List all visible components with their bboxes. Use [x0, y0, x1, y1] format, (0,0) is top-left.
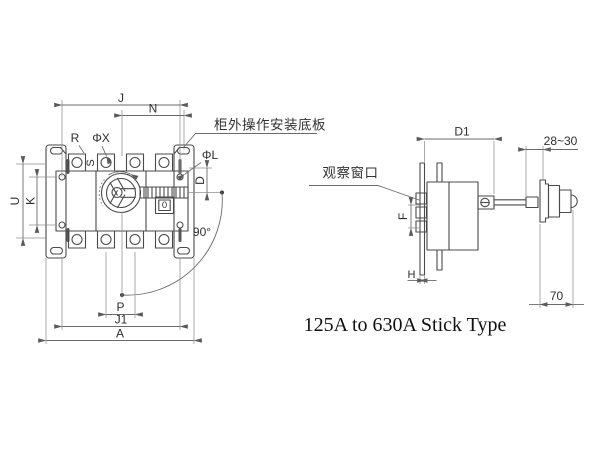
- fixing-hole: [176, 173, 184, 181]
- shaft-ribs: [143, 186, 185, 199]
- dim-label-D: D: [193, 176, 207, 185]
- dim-label-F: F: [396, 213, 410, 220]
- shaft-coupler: [525, 196, 539, 209]
- handle-tip: [570, 194, 578, 209]
- pole-marking-label: S: [85, 159, 97, 166]
- extension-lines: [16, 100, 212, 344]
- external-handle: [539, 179, 578, 223]
- dim-label-N: N: [149, 102, 158, 116]
- dim-label-H: H: [408, 269, 416, 281]
- drawing-caption: 125A to 630A Stick Type: [304, 314, 507, 336]
- top-stud: [436, 162, 443, 183]
- bottom-stud: [436, 249, 443, 271]
- leader-phi-x: [101, 145, 112, 165]
- ninety-degree-arc: [121, 192, 223, 296]
- extension-lines: [408, 141, 574, 308]
- bracket-edge-slot: [178, 228, 182, 242]
- fixing-hole: [58, 221, 66, 229]
- dim-label-P: P: [116, 300, 124, 314]
- handle-hub: [111, 186, 123, 199]
- leader-phi-l: [177, 162, 202, 181]
- bottom-terminals: [67, 230, 174, 249]
- handle-flange: [539, 179, 550, 223]
- bracket-slot: [49, 246, 64, 255]
- callout-mounting-plate-label: 柜外操作安装底板: [214, 118, 326, 133]
- dim-label-70: 70: [550, 289, 564, 303]
- handle-stage-1: [547, 184, 561, 218]
- leader-r: [78, 145, 85, 154]
- body-profile: [426, 181, 479, 251]
- dim-label-R: R: [71, 131, 80, 145]
- dim-label-phi-l: ΦL: [202, 148, 219, 162]
- pole-divider-lines: [95, 170, 147, 232]
- handle-position-label: 0: [162, 200, 167, 211]
- bracket-slot: [176, 246, 191, 255]
- shaft-coupling-block: [477, 195, 495, 210]
- indicator-window-inner: [158, 199, 171, 212]
- callout-observation-window-label: 观察窗口: [323, 165, 379, 181]
- extension-shaft: [493, 199, 527, 206]
- indicator-window: [154, 196, 175, 215]
- angle-label: 90°: [193, 225, 211, 239]
- dim-label-J1: J1: [115, 313, 128, 327]
- fixing-hole: [176, 221, 184, 229]
- handle-spoke: [120, 188, 136, 198]
- side-view: D1 28~30 F H 70 观察窗口: [309, 125, 584, 308]
- bracket-slot: [49, 146, 64, 155]
- callout-mounting-plate-leader: [183, 133, 317, 148]
- dim-label-K: K: [24, 197, 38, 205]
- rotary-handle: [98, 171, 142, 214]
- handle-stage-2: [558, 189, 572, 214]
- dim-label-U: U: [8, 197, 22, 206]
- rotation-direction-arrow: [108, 171, 139, 180]
- dim-label-28-30: 28~30: [544, 134, 578, 148]
- right-mounting-bracket: [173, 144, 195, 259]
- mounting-plate-profile: [419, 162, 426, 276]
- bracket-chamfers: [59, 146, 181, 155]
- dim-label-phi-x: ΦX: [92, 131, 110, 145]
- left-mounting-bracket: [45, 144, 67, 259]
- front-view: S 0 90°: [8, 91, 326, 344]
- dim-label-A: A: [116, 327, 124, 341]
- dim-label-D1: D1: [454, 125, 470, 139]
- dim-label-J: J: [118, 91, 124, 105]
- callout-observation-window-leader: [309, 185, 421, 201]
